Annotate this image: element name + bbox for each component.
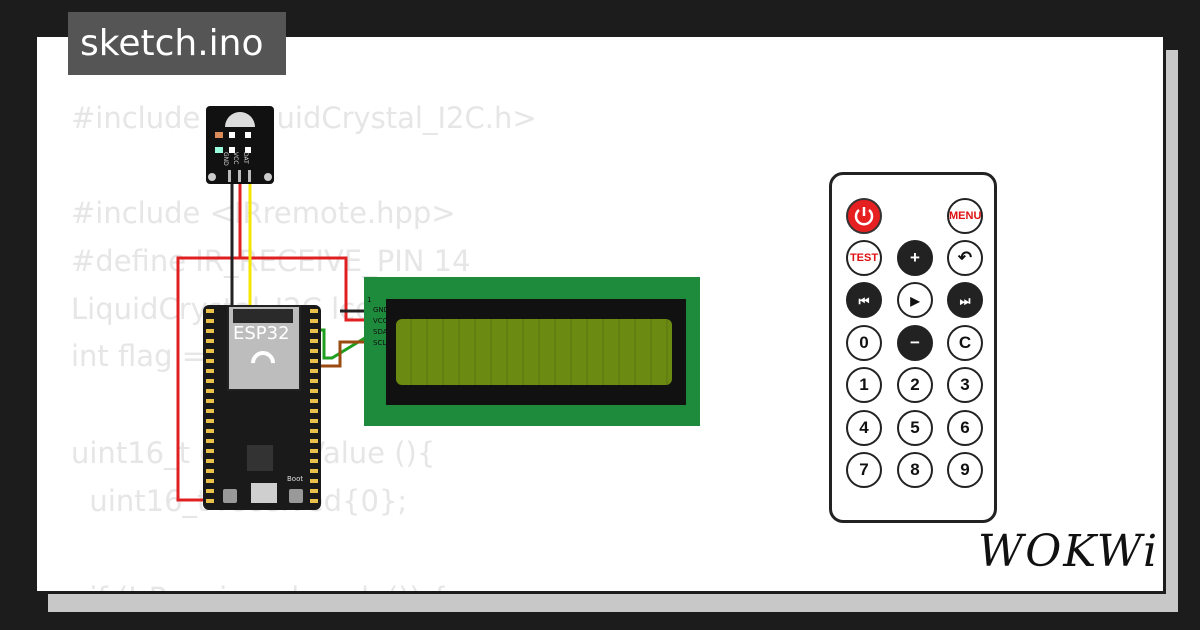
ir-pin-vcc: VCC [232,152,239,165]
minus-icon: − [910,333,920,352]
boot-label: Boot [287,475,304,483]
ir-pin-dat: DAT [242,152,249,164]
back-icon: ↶ [957,248,973,267]
button-2[interactable]: 2 [897,367,933,403]
next-icon: ⏭ [959,294,971,308]
next-button[interactable]: ⏭ [947,282,983,318]
ir-receiver[interactable] [205,105,285,185]
boot-button[interactable] [289,489,303,503]
button-9[interactable]: 9 [947,452,983,488]
file-tab[interactable]: sketch.ino [68,12,286,75]
play-button[interactable]: ▶ [897,282,933,318]
lcd-pin-scl: SCL [373,339,387,347]
lcd-pin-sda: SDA [373,328,388,336]
clear-button[interactable]: C [947,325,983,361]
code-line: if (IrReceiver.decode()) { [71,581,448,591]
ir-pin-labels: GND VCC DAT [222,152,262,166]
button-1[interactable]: 1 [846,367,882,403]
pin-header-right [310,309,318,505]
test-button[interactable]: TEST [846,240,882,276]
wire-green [316,328,379,360]
pin-header-left [206,309,214,505]
button-4[interactable]: 4 [846,410,882,446]
lcd-pin-labels: 1 GND VCC SDA SCL [367,296,395,348]
button-3[interactable]: 3 [947,367,983,403]
lcd-bezel [386,299,686,405]
chip [247,445,273,471]
lcd-pin-1: 1 [367,296,372,304]
ir-pin-gnd: GND [222,152,229,166]
button-7[interactable]: 7 [846,452,882,488]
power-button[interactable] [846,198,882,234]
back-button[interactable]: ↶ [947,240,983,276]
menu-button[interactable]: MENU [947,198,983,234]
minus-button[interactable]: − [897,325,933,361]
wokwi-logo: WOKWi [978,526,1160,577]
lcd-display[interactable] [364,277,700,426]
ir-remote[interactable]: MENU TEST + ↶ ⏮ ▶ ⏭ 0 − C 1 2 3 4 5 6 7 … [829,172,997,523]
button-0[interactable]: 0 [846,325,882,361]
esp32-module: ESP32 [227,305,301,391]
play-icon: ▶ [910,294,920,308]
usb-port [251,483,277,503]
plus-icon: + [910,248,920,267]
lcd-pin-vcc: VCC [373,317,388,325]
prev-icon: ⏮ [858,294,870,308]
esp32-board[interactable]: ESP32 Boot [203,305,321,510]
esp32-label: ESP32 [233,323,290,344]
lcd-pin-gnd: GND [373,306,390,314]
esp32-antenna [233,309,293,323]
plus-button[interactable]: + [897,240,933,276]
en-button[interactable] [223,489,237,503]
prev-button[interactable]: ⏮ [846,282,882,318]
button-5[interactable]: 5 [897,410,933,446]
lcd-screen [396,319,672,385]
button-8[interactable]: 8 [897,452,933,488]
power-icon [854,207,874,226]
wifi-icon [246,346,280,380]
button-6[interactable]: 6 [947,410,983,446]
wire-red [178,256,378,322]
